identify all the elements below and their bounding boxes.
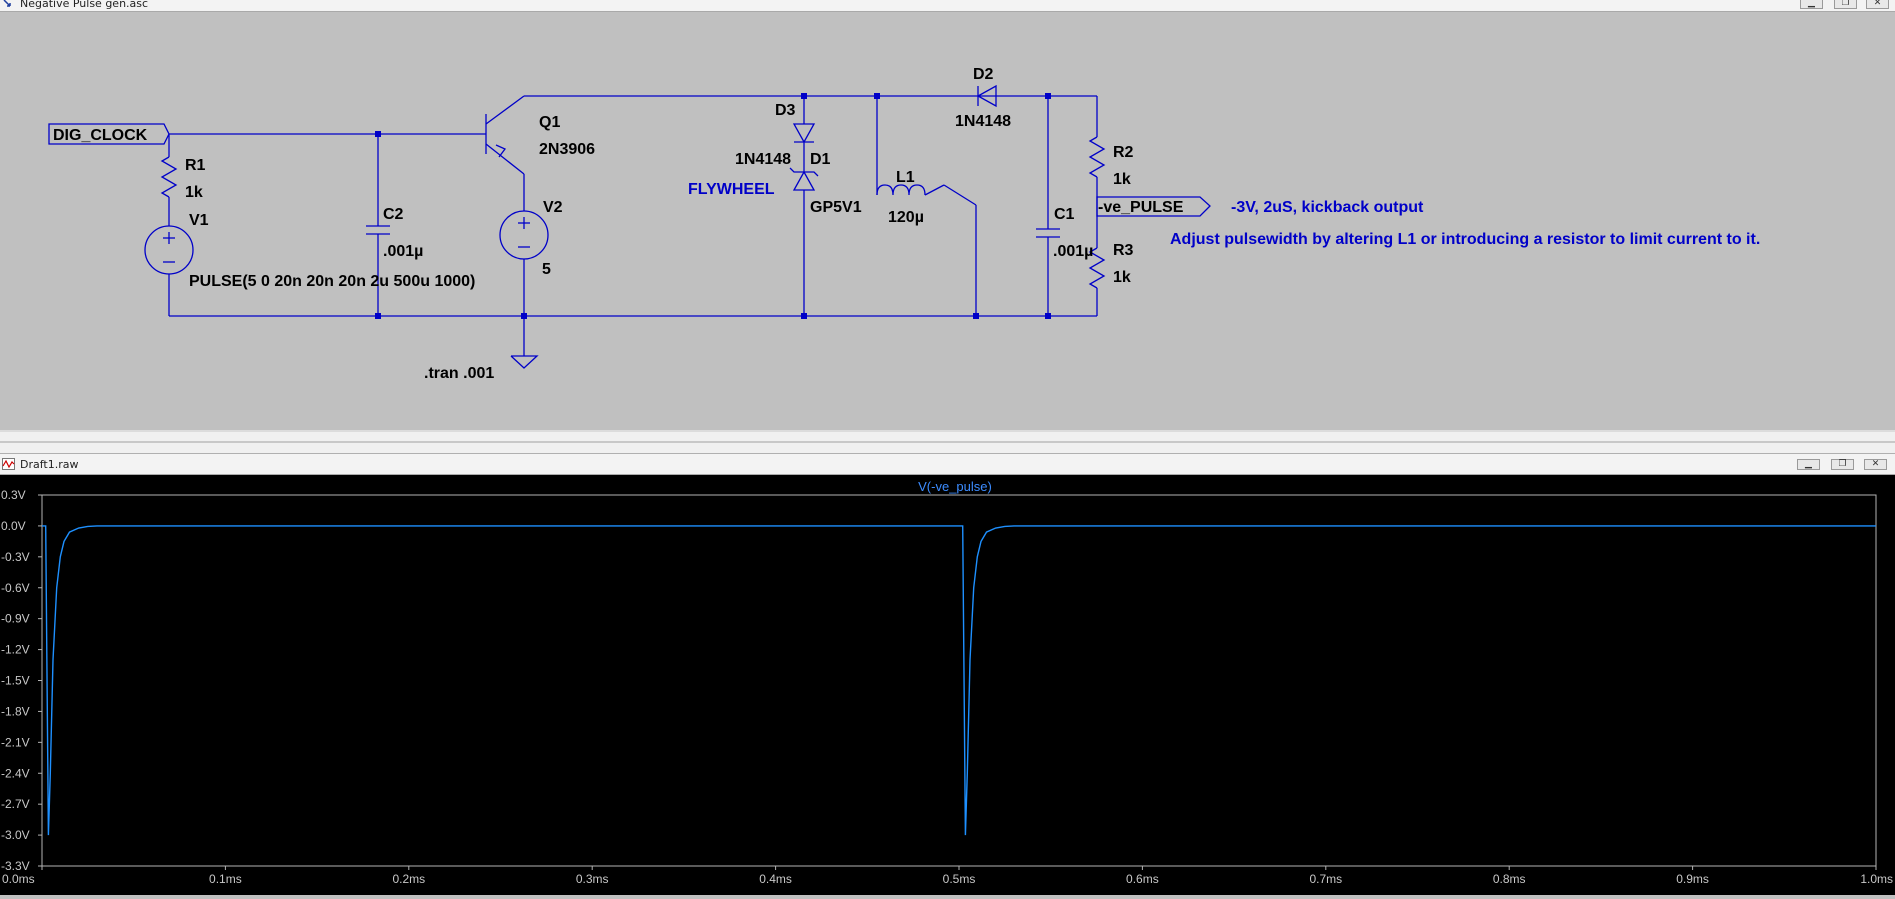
dig-clock-port[interactable]: DIG_CLOCK [53,127,148,144]
y-tick-label: -0.9V [1,612,30,626]
y-tick-label: -2.1V [1,735,30,749]
d1-value: GP5V1 [810,199,862,216]
y-tick-label: -0.6V [1,581,30,595]
c1-name: C1 [1054,206,1075,223]
schematic-icon [3,0,11,7]
r2-value: 1k [1113,171,1131,188]
q1-name: Q1 [539,114,560,131]
tran-directive[interactable]: .tran .001 [424,365,494,382]
flywheel-net-label[interactable]: FLYWHEEL [688,181,775,198]
plot-close-button[interactable]: ✕ [1864,459,1887,470]
y-tick-label: -3.3V [1,859,30,873]
plot-minimize-button[interactable]: ▁ [1797,459,1820,470]
plot-frame [41,494,1877,867]
r3-name: R3 [1113,242,1134,259]
x-tick-label: 0.8ms [1493,872,1526,886]
waveform-plot[interactable]: V(-ve_pulse) 0.3V 0.0V -0.3V -0.6V -0.9V -1.2… [0,475,1895,895]
v1-name: V1 [189,212,209,229]
schematic-canvas[interactable]: DIG_CLOCK -ve_PULSE R1 1k V1 PULSE(5 0 2… [0,12,1895,430]
r1-value: 1k [185,184,203,201]
voltage-sources [144,210,549,275]
wires [48,84,1211,369]
x-tick-label: 0.0ms [2,872,35,886]
d3-name: D3 [775,102,796,119]
d2-name: D2 [973,66,994,83]
y-tick-label: -2.4V [1,766,30,780]
q1-value: 2N3906 [539,141,595,158]
x-tick-label: 0.1ms [209,872,242,886]
l1-value: 120µ [888,209,924,226]
comment-pulsewidth[interactable]: Adjust pulsewidth by altering L1 or intr… [1170,231,1760,248]
l1-name: L1 [896,169,915,186]
waveform-icon [2,458,15,470]
y-tick-label: 0.0V [1,519,26,533]
r3-value: 1k [1113,269,1131,286]
plot-restore-button[interactable]: ❐ [1831,459,1854,470]
y-tick-label: -2.7V [1,797,30,811]
v1-value: PULSE(5 0 20n 20n 20n 2u 500u 1000) [189,273,475,290]
x-tick-label: 0.5ms [943,872,976,886]
schematic-minimize-button[interactable]: ▁ [1800,0,1823,9]
y-tick-label: -3.0V [1,828,30,842]
c2-value: .001µ [383,243,423,260]
y-tick-label: -0.3V [1,550,30,564]
r1-name: R1 [185,157,206,174]
x-tick-label: 0.6ms [1126,872,1159,886]
x-axis: 0.0ms 0.1ms 0.2ms 0.3ms 0.4ms 0.5ms 0.6ms 0.7ms… [2,866,1893,886]
d2-value: 1N4148 [955,113,1011,130]
v2-value: 5 [542,261,551,278]
x-tick-label: 0.4ms [759,872,792,886]
plot-window-titlebar[interactable]: Draft1.raw ▁ ❐ ✕ [0,454,1895,475]
x-tick-label: 0.9ms [1676,872,1709,886]
schematic-restore-button[interactable]: ❐ [1834,0,1857,9]
schematic-window-title: Negative Pulse gen.asc [20,0,149,10]
y-tick-label: -1.8V [1,704,30,718]
d3-value: 1N4148 [735,151,791,168]
y-tick-label: -1.5V [1,674,30,688]
c1-value: .001µ [1053,243,1093,260]
schematic-drawing[interactable]: DIG_CLOCK -ve_PULSE R1 1k V1 PULSE(5 0 2… [0,12,1895,430]
x-tick-label: 0.3ms [576,872,609,886]
d1-name: D1 [810,151,831,168]
junction-dots [375,93,1051,319]
pane-splitter[interactable] [0,430,1895,454]
comment-kickback[interactable]: -3V, 2uS, kickback output [1231,199,1424,216]
r2-name: R2 [1113,144,1134,161]
trace-title[interactable]: V(-ve_pulse) [918,479,992,494]
x-tick-label: 0.2ms [392,872,425,886]
schematic-close-button[interactable]: ✕ [1866,0,1889,9]
schematic-window-titlebar[interactable]: Negative Pulse gen.asc ▁ ❐ ✕ [0,0,1895,12]
x-tick-label: 1.0ms [1860,872,1893,886]
trace-line[interactable] [42,525,1876,836]
v2-name: V2 [543,199,563,216]
c2-name: C2 [383,206,404,223]
plot-window-title: Draft1.raw [20,458,79,471]
waveform-chart[interactable]: V(-ve_pulse) 0.3V 0.0V -0.3V -0.6V -0.9V -1.2… [0,475,1895,895]
ve-pulse-port[interactable]: -ve_PULSE [1098,199,1184,216]
y-axis: 0.3V 0.0V -0.3V -0.6V -0.9V -1.2V -1.5V -1.8V -2… [1,488,42,873]
y-tick-label: 0.3V [1,488,26,502]
y-tick-label: -1.2V [1,643,30,657]
x-tick-label: 0.7ms [1309,872,1342,886]
